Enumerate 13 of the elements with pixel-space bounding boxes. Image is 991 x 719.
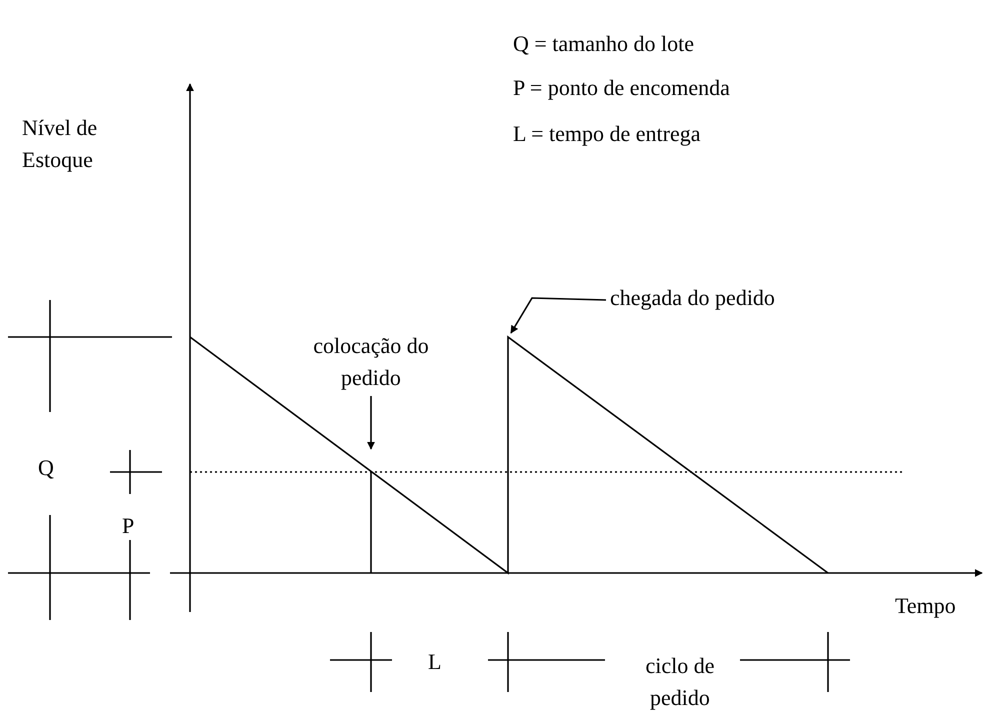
axis-label: L [428, 648, 442, 676]
axis-label: P [122, 512, 134, 540]
annotation-text: chegada do pedido [610, 282, 775, 314]
axis-label: Tempo [895, 592, 956, 620]
axis-label: Q [38, 454, 54, 482]
axis-label: L = tempo de entrega [513, 120, 701, 148]
axis-label: Nível de Estoque [22, 114, 98, 174]
leader-arrow [510, 297, 606, 334]
axis-label: ciclo de pedido [644, 652, 716, 712]
leader-arrow [367, 396, 375, 450]
annotation-text: colocação do pedido [312, 330, 430, 394]
axis-label: Q = tamanho do lote [513, 30, 694, 58]
axis-label: P = ponto de encomenda [513, 74, 730, 102]
